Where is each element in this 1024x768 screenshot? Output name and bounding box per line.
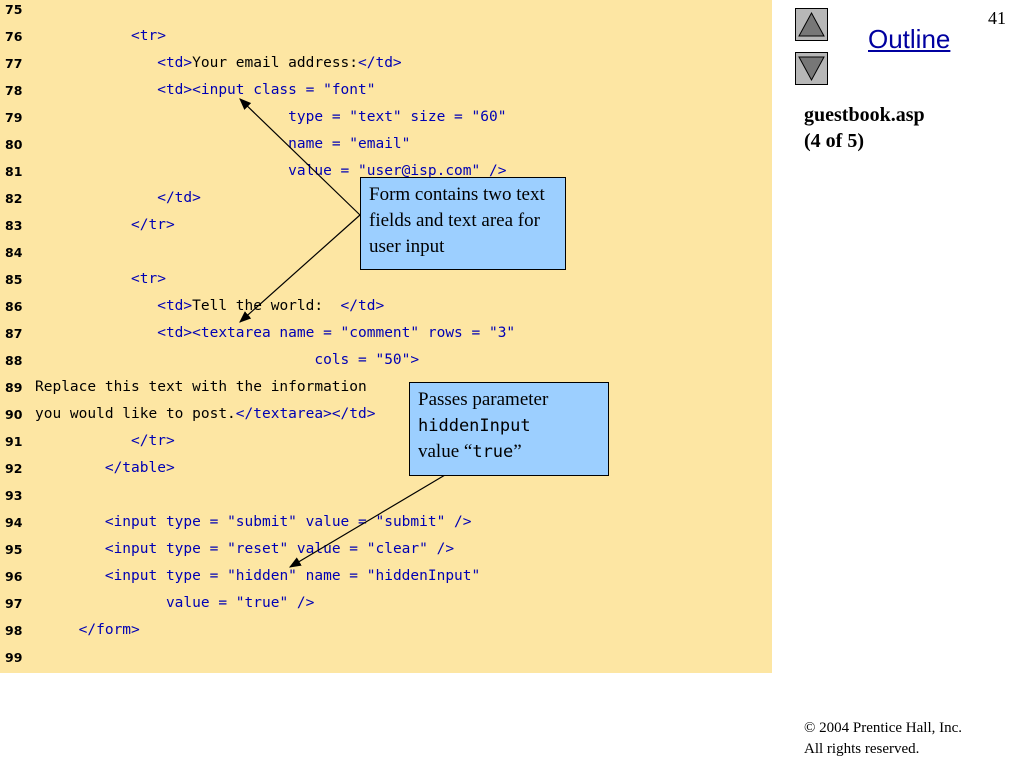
code-text: <td><input class = "font" <box>157 82 376 98</box>
code-line: 78 <td><input class = "font" <box>0 77 772 104</box>
code-line: 86 <td>Tell the world: </td> <box>0 293 772 320</box>
code-line: 82 </td> <box>0 185 772 212</box>
callout-hidden-close: ” <box>513 441 522 462</box>
code-line: 84 <box>0 239 772 266</box>
code-text: </form> <box>78 622 140 638</box>
page-number: 41 <box>988 8 1006 28</box>
file-name: guestbook.asp <box>804 104 925 126</box>
callout-hidden-name: hiddenInput <box>418 416 531 436</box>
line-number: 98 <box>5 623 23 638</box>
line-number: 80 <box>5 137 23 152</box>
line-number: 93 <box>5 488 23 503</box>
line-number: 91 <box>5 434 23 449</box>
callout-hidden-input: Passes parameter hiddenInput value “true… <box>409 382 609 476</box>
line-number: 96 <box>5 569 23 584</box>
code-text: cols = "50"> <box>314 352 420 368</box>
line-number: 87 <box>5 326 23 341</box>
code-line: 91 </tr> <box>0 428 772 455</box>
line-number: 81 <box>5 164 23 179</box>
line-number: 92 <box>5 461 23 476</box>
callout-form-fields-text: Form contains two text fields and text a… <box>369 184 545 257</box>
code-line: 92 </table> <box>0 455 772 482</box>
code-text: <td><textarea name = "comment" rows = "3… <box>157 325 516 341</box>
code-text: </table> <box>104 460 175 476</box>
callout-hidden-value: true <box>472 442 514 462</box>
callout-form-fields: Form contains two text fields and text a… <box>360 177 566 270</box>
code-text: Replace this text with the information <box>35 379 367 395</box>
code-text: value = "true" /> <box>165 595 315 611</box>
line-number: 97 <box>5 596 23 611</box>
arrow-to-textarea <box>239 214 361 323</box>
line-number: 75 <box>5 2 23 17</box>
line-number: 94 <box>5 515 23 530</box>
line-number: 86 <box>5 299 23 314</box>
code-text: <tr> <box>131 28 166 44</box>
code-text: </td> <box>157 190 201 206</box>
line-number: 95 <box>5 542 23 557</box>
code-text: you would like to post.</textarea></td> <box>35 406 376 422</box>
line-number: 78 <box>5 83 23 98</box>
footer: © 2004 Prentice Hall, Inc. All rights re… <box>804 718 962 760</box>
code-text: value = "user@isp.com" /> <box>288 163 507 179</box>
code-line: 77 <td>Your email address:</td> <box>0 50 772 77</box>
line-number: 79 <box>5 110 23 125</box>
code-text: </tr> <box>131 433 175 449</box>
callout-hidden-prefix: Passes parameter <box>418 389 549 410</box>
code-text: <td>Your email address:</td> <box>157 55 402 71</box>
line-number: 77 <box>5 56 23 71</box>
code-line: 88 cols = "50"> <box>0 347 772 374</box>
code-text: </tr> <box>131 217 175 233</box>
arrow-to-hidden <box>288 474 446 568</box>
code-line: 85 <tr> <box>0 266 772 293</box>
code-line: 90 you would like to post.</textarea></td… <box>0 401 772 428</box>
next-slide-button[interactable] <box>795 52 828 85</box>
triangle-down-icon <box>798 56 825 82</box>
line-number: 90 <box>5 407 23 422</box>
arrow-to-input <box>239 98 361 216</box>
code-line: 94 <input type = "submit" value = "submi… <box>0 509 772 536</box>
code-text: <input type = "reset" value = "clear" /> <box>104 541 455 557</box>
callout-hidden-value-word: value “ <box>418 441 473 462</box>
code-line: 93 <box>0 482 772 509</box>
code-line: 79 type = "text" size = "60" <box>0 104 772 131</box>
code-line: 83 </tr> <box>0 212 772 239</box>
triangle-up-icon <box>798 11 825 37</box>
code-text: <input type = "hidden" name = "hiddenInp… <box>104 568 481 584</box>
code-text: <input type = "submit" value = "submit" … <box>104 514 472 530</box>
line-number: 83 <box>5 218 23 233</box>
line-number: 82 <box>5 191 23 206</box>
code-line: 97 value = "true" /> <box>0 590 772 617</box>
code-line: 87 <td><textarea name = "comment" rows =… <box>0 320 772 347</box>
code-text: <td>Tell the world: </td> <box>157 298 385 314</box>
code-text: name = "email" <box>288 136 411 152</box>
file-title: guestbook.asp (4 of 5) <box>804 102 925 154</box>
rights: All rights reserved. <box>804 741 920 757</box>
line-number: 99 <box>5 650 23 665</box>
code-text: type = "text" size = "60" <box>288 109 507 125</box>
code-line: 89 Replace this text with the information <box>0 374 772 401</box>
outline-link[interactable]: Outline <box>868 24 951 54</box>
code-line: 96 <input type = "hidden" name = "hidden… <box>0 563 772 590</box>
line-number: 89 <box>5 380 23 395</box>
code-line: 95 <input type = "reset" value = "clear"… <box>0 536 772 563</box>
line-number: 76 <box>5 29 23 44</box>
line-number: 88 <box>5 353 23 368</box>
copyright: © 2004 Prentice Hall, Inc. <box>804 720 963 736</box>
file-part: (4 of 5) <box>804 130 864 152</box>
code-line: 80 name = "email" <box>0 131 772 158</box>
code-line: 98 </form> <box>0 617 772 644</box>
code-line: 75 <box>0 0 772 23</box>
code-line: 99 <box>0 644 772 671</box>
previous-slide-button[interactable] <box>795 8 828 41</box>
code-line: 76 <tr> <box>0 23 772 50</box>
line-number: 85 <box>5 272 23 287</box>
code-text: <tr> <box>131 271 166 287</box>
line-number: 84 <box>5 245 23 260</box>
code-line: 81 value = "user@isp.com" /> <box>0 158 772 185</box>
